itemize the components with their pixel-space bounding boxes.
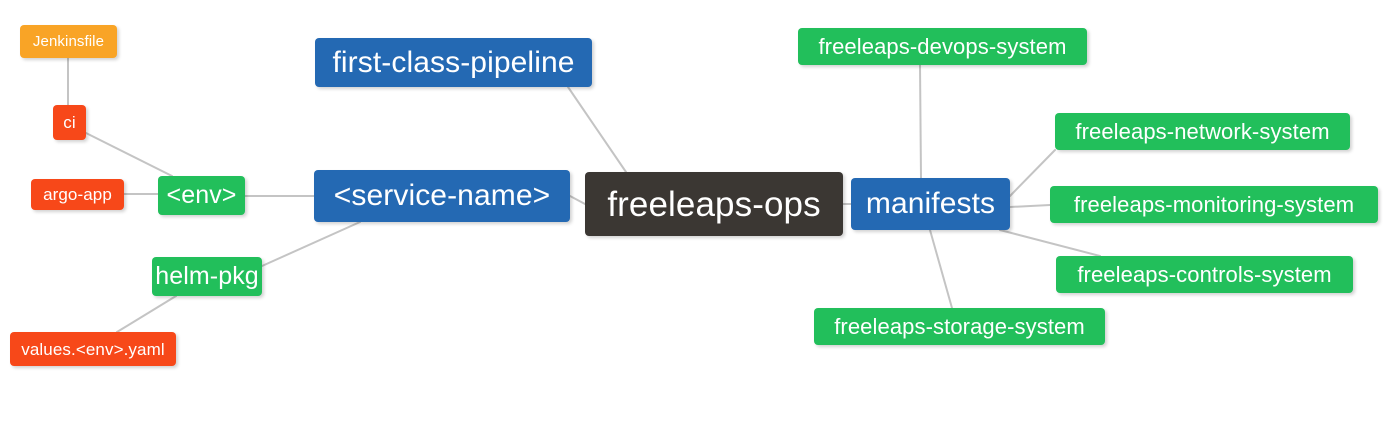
mindmap-node-manifests[interactable]: manifests [851,178,1010,230]
mindmap-node-argo-app[interactable]: argo-app [31,179,124,210]
mindmap-node-freeleaps-controls-system[interactable]: freeleaps-controls-system [1056,256,1353,293]
mindmap-edge [569,195,586,205]
mindmap-node-helm-pkg[interactable]: helm-pkg [152,257,262,296]
mindmap-node-freeleaps-devops-system[interactable]: freeleaps-devops-system [798,28,1087,65]
mindmap-edge [919,64,922,179]
mindmap-node-freeleaps-network-system[interactable]: freeleaps-network-system [1055,113,1350,150]
mindmap-edge [1009,149,1056,197]
mindmap-node-ci[interactable]: ci [53,105,86,140]
mindmap-edge [1009,204,1051,208]
mindmap-edge [567,86,627,173]
mindmap-node-freeleaps-ops[interactable]: freeleaps-ops [585,172,843,236]
mindmap-edge [85,132,173,177]
mindmap-node-freeleaps-monitoring-system[interactable]: freeleaps-monitoring-system [1050,186,1378,223]
mindmap-edge [116,295,177,333]
mindmap-node-freeleaps-storage-system[interactable]: freeleaps-storage-system [814,308,1105,345]
mindmap-node-env[interactable]: <env> [158,176,245,215]
mindmap-node-values-env-yaml[interactable]: values.<env>.yaml [10,332,176,366]
mindmap-edge [999,229,1101,257]
mindmap-node-service-name[interactable]: <service-name> [314,170,570,222]
mindmap-node-first-class-pipeline[interactable]: first-class-pipeline [315,38,592,87]
mindmap-edge [261,221,361,267]
mindmap-edge [929,229,953,309]
mindmap-node-jenkinsfile[interactable]: Jenkinsfile [20,25,117,58]
